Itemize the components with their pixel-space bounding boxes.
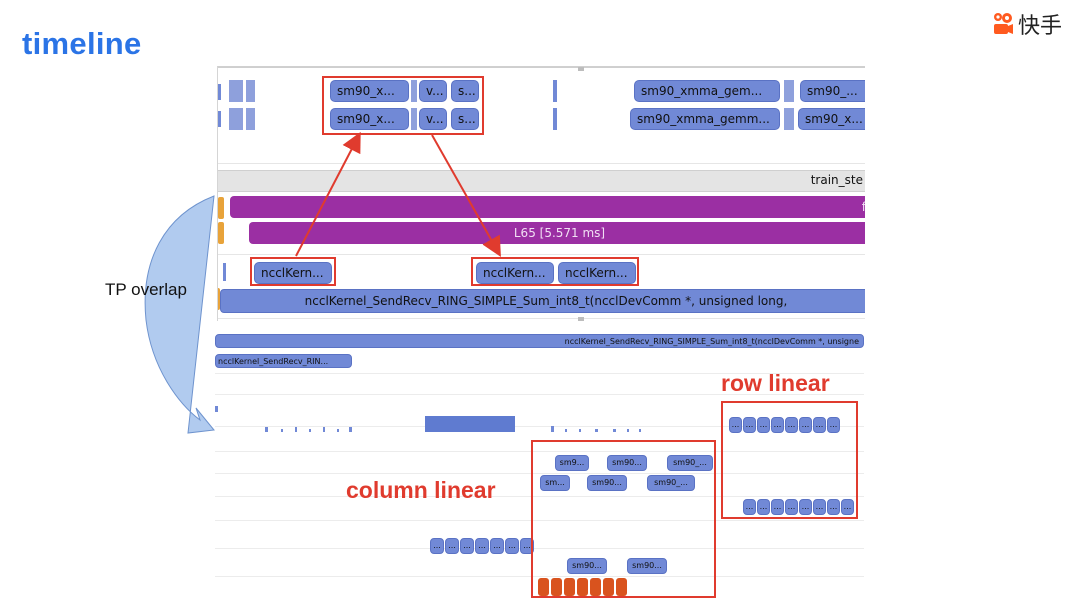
kernel-block[interactable]: ... (785, 417, 798, 433)
nccl-sendrecv-bar-small[interactable]: ncclKernel_SendRecv_RING_SIMPLE_Sum_int8… (215, 334, 864, 348)
tp-overlap-arrow (144, 195, 215, 434)
nccl-kernel-block[interactable]: ncclKern... (558, 262, 636, 284)
slide-title: timeline (22, 26, 142, 61)
column-linear-label: column linear (346, 477, 496, 503)
highlight-gemm-box (322, 76, 484, 135)
kernel-block[interactable]: ... (827, 417, 840, 433)
nccl-sendrecv-short[interactable]: ncclKernel_SendRecv_RIN... (215, 354, 352, 368)
kernel-block[interactable]: ... (729, 417, 742, 433)
highlight-nccl-box-left (250, 257, 336, 286)
kernel-block[interactable]: sm90... (607, 455, 647, 471)
kernel-block[interactable]: ... (445, 538, 459, 554)
kernel-block[interactable]: ... (520, 538, 534, 554)
kernel-block[interactable]: sm90_... (800, 80, 865, 102)
kernel-block[interactable]: ... (799, 499, 812, 515)
kernel-block[interactable]: sm90... (567, 558, 607, 574)
kernel-block[interactable]: sm90... (627, 558, 667, 574)
kernel-block[interactable]: sm9... (555, 455, 589, 471)
kuaishou-logo-icon (993, 13, 1013, 34)
kernel-block[interactable]: ... (827, 499, 840, 515)
layer-bar[interactable]: L65 [5.571 ms] (249, 222, 865, 244)
kernel-block[interactable]: sm90_x... (798, 108, 865, 130)
kernel-block[interactable]: ... (743, 499, 756, 515)
forward-bar[interactable]: f (230, 196, 865, 218)
kernel-block[interactable]: ... (490, 538, 504, 554)
nccl-sendrecv-bar[interactable]: ncclKernel_SendRecv_RING_SIMPLE_Sum_int8… (220, 289, 865, 313)
kernel-block[interactable]: ... (757, 499, 770, 515)
tp-overlap-label: TP overlap (105, 280, 187, 299)
kernel-block[interactable]: sm90_... (667, 455, 713, 471)
kernel-block[interactable]: ... (771, 499, 784, 515)
train-step-bar[interactable]: train_ste (218, 170, 865, 192)
nccl-kernel-block[interactable]: ncclKern... (476, 262, 554, 284)
kuaishou-logo: 快手 (992, 8, 1062, 40)
kernel-block[interactable]: ... (785, 499, 798, 515)
trace-panel-bottom[interactable]: ncclKernel_SendRecv_RING_SIMPLE_Sum_int8… (215, 326, 864, 607)
kernel-block[interactable]: sm90_x... (330, 80, 409, 102)
train-step-label: train_ste (810, 173, 863, 187)
row-linear-label: row linear (721, 370, 830, 396)
highlight-column-linear-box (531, 440, 716, 598)
trace-panel-top[interactable]: sm90_x... v... s... sm90_xmma_gem... sm9… (217, 66, 865, 321)
kernel-block[interactable]: sm... (540, 475, 570, 491)
nccl-kernel-block[interactable]: ncclKern... (254, 262, 332, 284)
kernel-block[interactable]: sm90... (587, 475, 627, 491)
kernel-block[interactable]: sm90_x... (330, 108, 409, 130)
highlight-nccl-box-right (471, 257, 639, 286)
logo-text: 快手 (1017, 14, 1062, 39)
kernel-block[interactable]: ... (430, 538, 444, 554)
kernel-block[interactable]: ... (799, 417, 812, 433)
kernel-block[interactable]: s... (451, 108, 479, 130)
kernel-block[interactable]: sm90_xmma_gem... (634, 80, 780, 102)
kernel-block[interactable]: ... (813, 417, 826, 433)
kernel-block[interactable]: v... (419, 80, 447, 102)
kernel-block[interactable]: ... (505, 538, 519, 554)
highlight-row-linear-box (721, 401, 858, 519)
kernel-block[interactable]: v... (419, 108, 447, 130)
kernel-block[interactable]: sm90_... (647, 475, 695, 491)
forward-label: f (862, 196, 865, 218)
kernel-block[interactable]: ... (743, 417, 756, 433)
kernel-block[interactable]: ... (757, 417, 770, 433)
kernel-block[interactable]: sm90_xmma_gemm... (630, 108, 780, 130)
kernel-block[interactable]: ... (771, 417, 784, 433)
kernel-block[interactable]: ... (460, 538, 474, 554)
kernel-block[interactable]: s... (451, 80, 479, 102)
kernel-block[interactable]: ... (475, 538, 489, 554)
kernel-block[interactable]: ... (841, 499, 854, 515)
kernel-block[interactable]: ... (813, 499, 826, 515)
